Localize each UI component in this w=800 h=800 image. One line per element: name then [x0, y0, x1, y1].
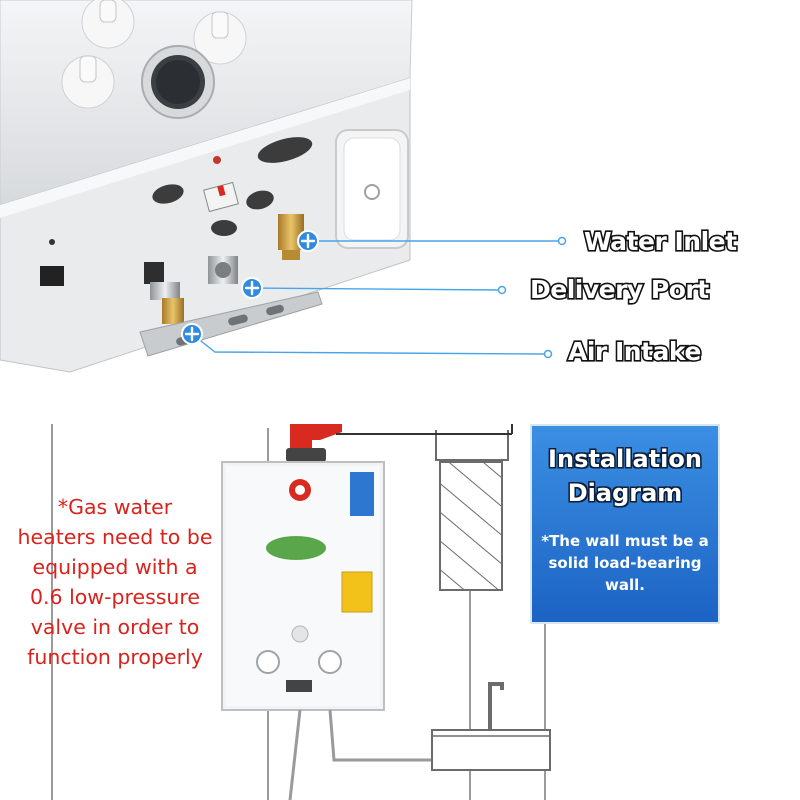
- plus-icon[interactable]: [241, 277, 263, 299]
- panel-title: Installation Diagram: [548, 445, 702, 507]
- callout-label-water-inlet: Water Inlet: [584, 227, 737, 256]
- battery-box: [335, 129, 409, 249]
- gas-valve-note: *Gas water heaters need to be equipped w…: [17, 495, 213, 669]
- air-intake-fitting: [144, 262, 184, 324]
- installation-info-panel: Installation Diagram *The wall must be a…: [532, 426, 718, 622]
- callout-label-delivery-port: Delivery Port: [530, 275, 709, 304]
- knob-icon[interactable]: [81, 0, 135, 49]
- display-dial-icon: [141, 45, 215, 119]
- flue-pipe: [286, 424, 513, 462]
- delivery-port-fitting: [208, 256, 238, 284]
- callout-label-air-intake: Air Intake: [568, 337, 701, 366]
- plus-icon[interactable]: [297, 230, 319, 252]
- plus-icon[interactable]: [181, 323, 203, 345]
- sink: [431, 682, 551, 771]
- panel-wall-note: *The wall must be a solid load-bearing w…: [541, 532, 709, 594]
- heater-unit: [221, 461, 385, 711]
- knob-icon[interactable]: [61, 55, 115, 109]
- knob-icon[interactable]: [193, 11, 247, 65]
- installation-sketch: [51, 424, 551, 800]
- heater-underside: [0, 0, 413, 373]
